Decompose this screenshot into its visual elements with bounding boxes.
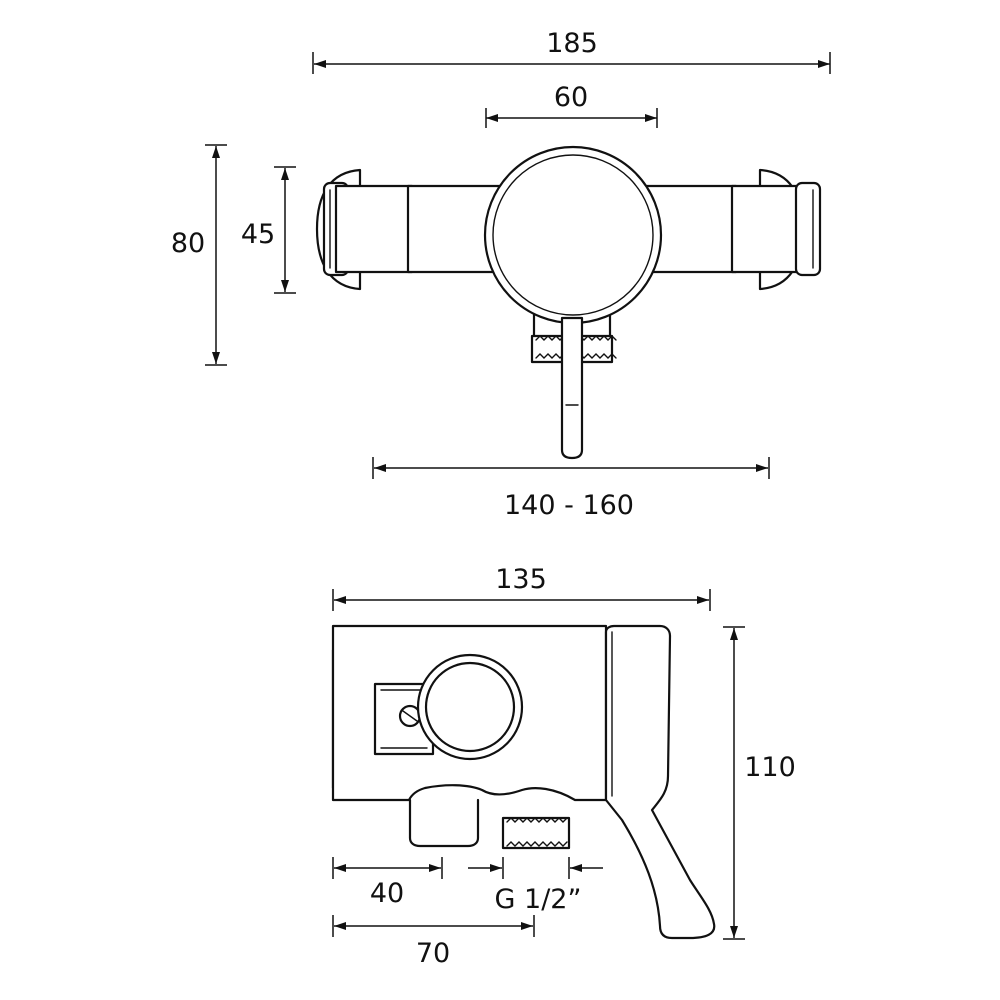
depth-label: 135 bbox=[495, 564, 547, 595]
side-control-knob bbox=[416, 653, 524, 761]
dim-centres: 140 - 160 bbox=[372, 457, 770, 521]
body-diameter-label: 60 bbox=[554, 82, 588, 113]
dim-lever-offset: 70 bbox=[332, 915, 535, 969]
dim-outlet-thread: G 1/2” bbox=[468, 857, 603, 915]
centres-label: 140 - 160 bbox=[504, 490, 634, 521]
side-outlet-body bbox=[408, 798, 480, 848]
outlet-offset-label: 40 bbox=[370, 878, 404, 909]
side-lever bbox=[604, 624, 716, 940]
dim-depth: 135 bbox=[332, 564, 711, 611]
dim-body-diameter: 60 bbox=[485, 82, 658, 128]
front-lever bbox=[560, 316, 584, 460]
overall-height-label: 80 bbox=[171, 228, 205, 259]
outlet-thread-label: G 1/2” bbox=[495, 884, 582, 915]
front-view: 185 60 80 45 140 - 160 bbox=[171, 28, 831, 521]
dim-overall-width: 185 bbox=[312, 28, 831, 74]
height-label: 110 bbox=[744, 752, 796, 783]
dim-bar-height: 45 bbox=[241, 166, 296, 294]
dim-outlet-offset: 40 bbox=[332, 857, 443, 909]
left-end-cap bbox=[315, 168, 414, 291]
overall-width-label: 185 bbox=[546, 28, 598, 59]
side-threaded-outlet bbox=[501, 816, 571, 850]
right-end-cap bbox=[730, 168, 822, 291]
bar-height-label: 45 bbox=[241, 219, 275, 250]
dim-overall-height: 80 bbox=[171, 144, 227, 366]
side-view: 135 110 40 G 1/2” 70 bbox=[331, 564, 796, 969]
lever-offset-label: 70 bbox=[416, 938, 450, 969]
dim-height: 110 bbox=[723, 626, 796, 940]
thermostatic-body bbox=[483, 145, 663, 325]
